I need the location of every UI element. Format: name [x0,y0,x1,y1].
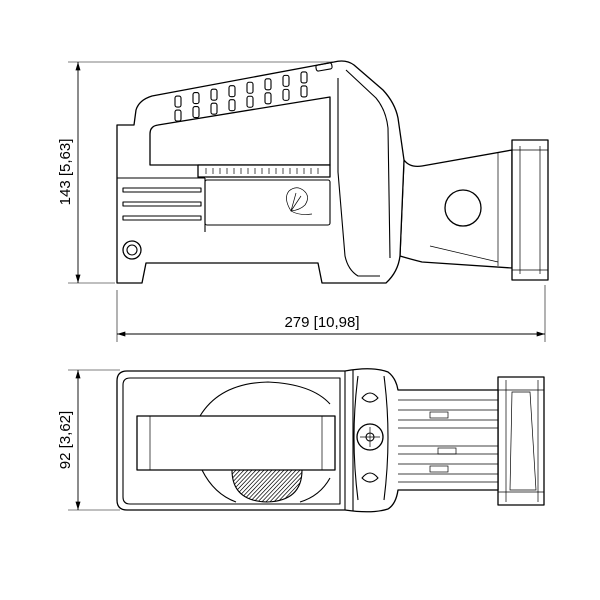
logo-leaf-icon [286,187,308,212]
hatch-line [269,470,302,502]
side-view-inner-edge [337,78,380,277]
hatch-line [232,470,247,502]
top-view-end-plate [497,376,545,506]
top-view [116,368,545,513]
panel-rib [122,215,202,221]
grip-slot [264,78,272,91]
top-view-lower-arc [201,469,237,503]
hatch-line [232,470,251,502]
grip-slot [264,92,272,105]
grip-slot [282,88,290,101]
hatch-line [257,470,295,502]
top-view-hub-notch [361,392,379,403]
side-view-label-panel [204,179,331,226]
top-view-upper-arc [199,381,331,417]
logo-leaf-vein-icon [290,192,302,212]
length-dimension: 279 [10,98] [116,285,546,342]
top-view-bar [136,415,336,471]
width-dimension-label: 92 [3,62] [57,411,74,469]
grip-slot [210,102,218,115]
hatch-line [273,470,302,502]
top-view-inner-outline [122,377,341,505]
hatch-line [232,470,255,502]
grip-slot [192,106,200,119]
grip-slot [174,109,182,122]
hatch-line [249,470,287,502]
hatch-line [245,470,283,502]
hatch-line [232,470,259,502]
grip-slot [192,92,200,105]
panel-rib [122,187,202,193]
grip-slot [174,95,182,108]
grip-slot [246,81,254,94]
hatch-line [265,470,302,502]
width-dimension: 92 [3,62] [57,369,120,511]
grip-slots [174,71,308,122]
grip-slot [246,95,254,108]
grip-slot [228,85,236,98]
hatch-line [232,470,263,502]
side-view-round-button-inner [126,244,138,256]
top-view-hatched-region [231,469,303,503]
top-view-end-plate-taper [509,391,537,491]
length-dimension-label: 279 [10,98] [284,314,359,331]
top-view-lower-arc [299,477,331,503]
tine-block [437,447,457,455]
grip-slot [300,85,308,98]
panel-rib [122,201,202,207]
hatch-line [232,470,243,502]
logo-stem-icon [290,210,313,215]
hatch-line [261,470,299,502]
height-dimension: 143 [5,63] [57,61,335,284]
strip-ticks [205,168,319,174]
side-view-round-button [122,240,142,260]
hatch-line [253,470,291,502]
panel-ribs [122,187,202,221]
tines [398,399,498,483]
grip-slot [282,74,290,87]
top-view-hub-notch [361,472,379,483]
tine-block [429,465,449,473]
side-view [116,60,549,284]
logo-icon [286,187,313,215]
side-view-neck-line [345,69,391,259]
top-view-hub-curve [353,375,359,501]
tine-block [429,411,449,419]
side-view-jaw-taper-line [429,245,499,263]
grip-slot [315,62,333,72]
grip-slot [228,99,236,112]
side-view-end-plate [511,139,549,281]
grip-slot [210,88,218,101]
height-dimension-label: 143 [5,63] [57,139,74,206]
side-view-trigger-strip [197,164,331,178]
grip-slot [300,71,308,84]
side-view-jaw-hole [444,189,482,227]
side-view-handle-opening [149,96,331,166]
top-view-hub-curve [383,375,389,501]
